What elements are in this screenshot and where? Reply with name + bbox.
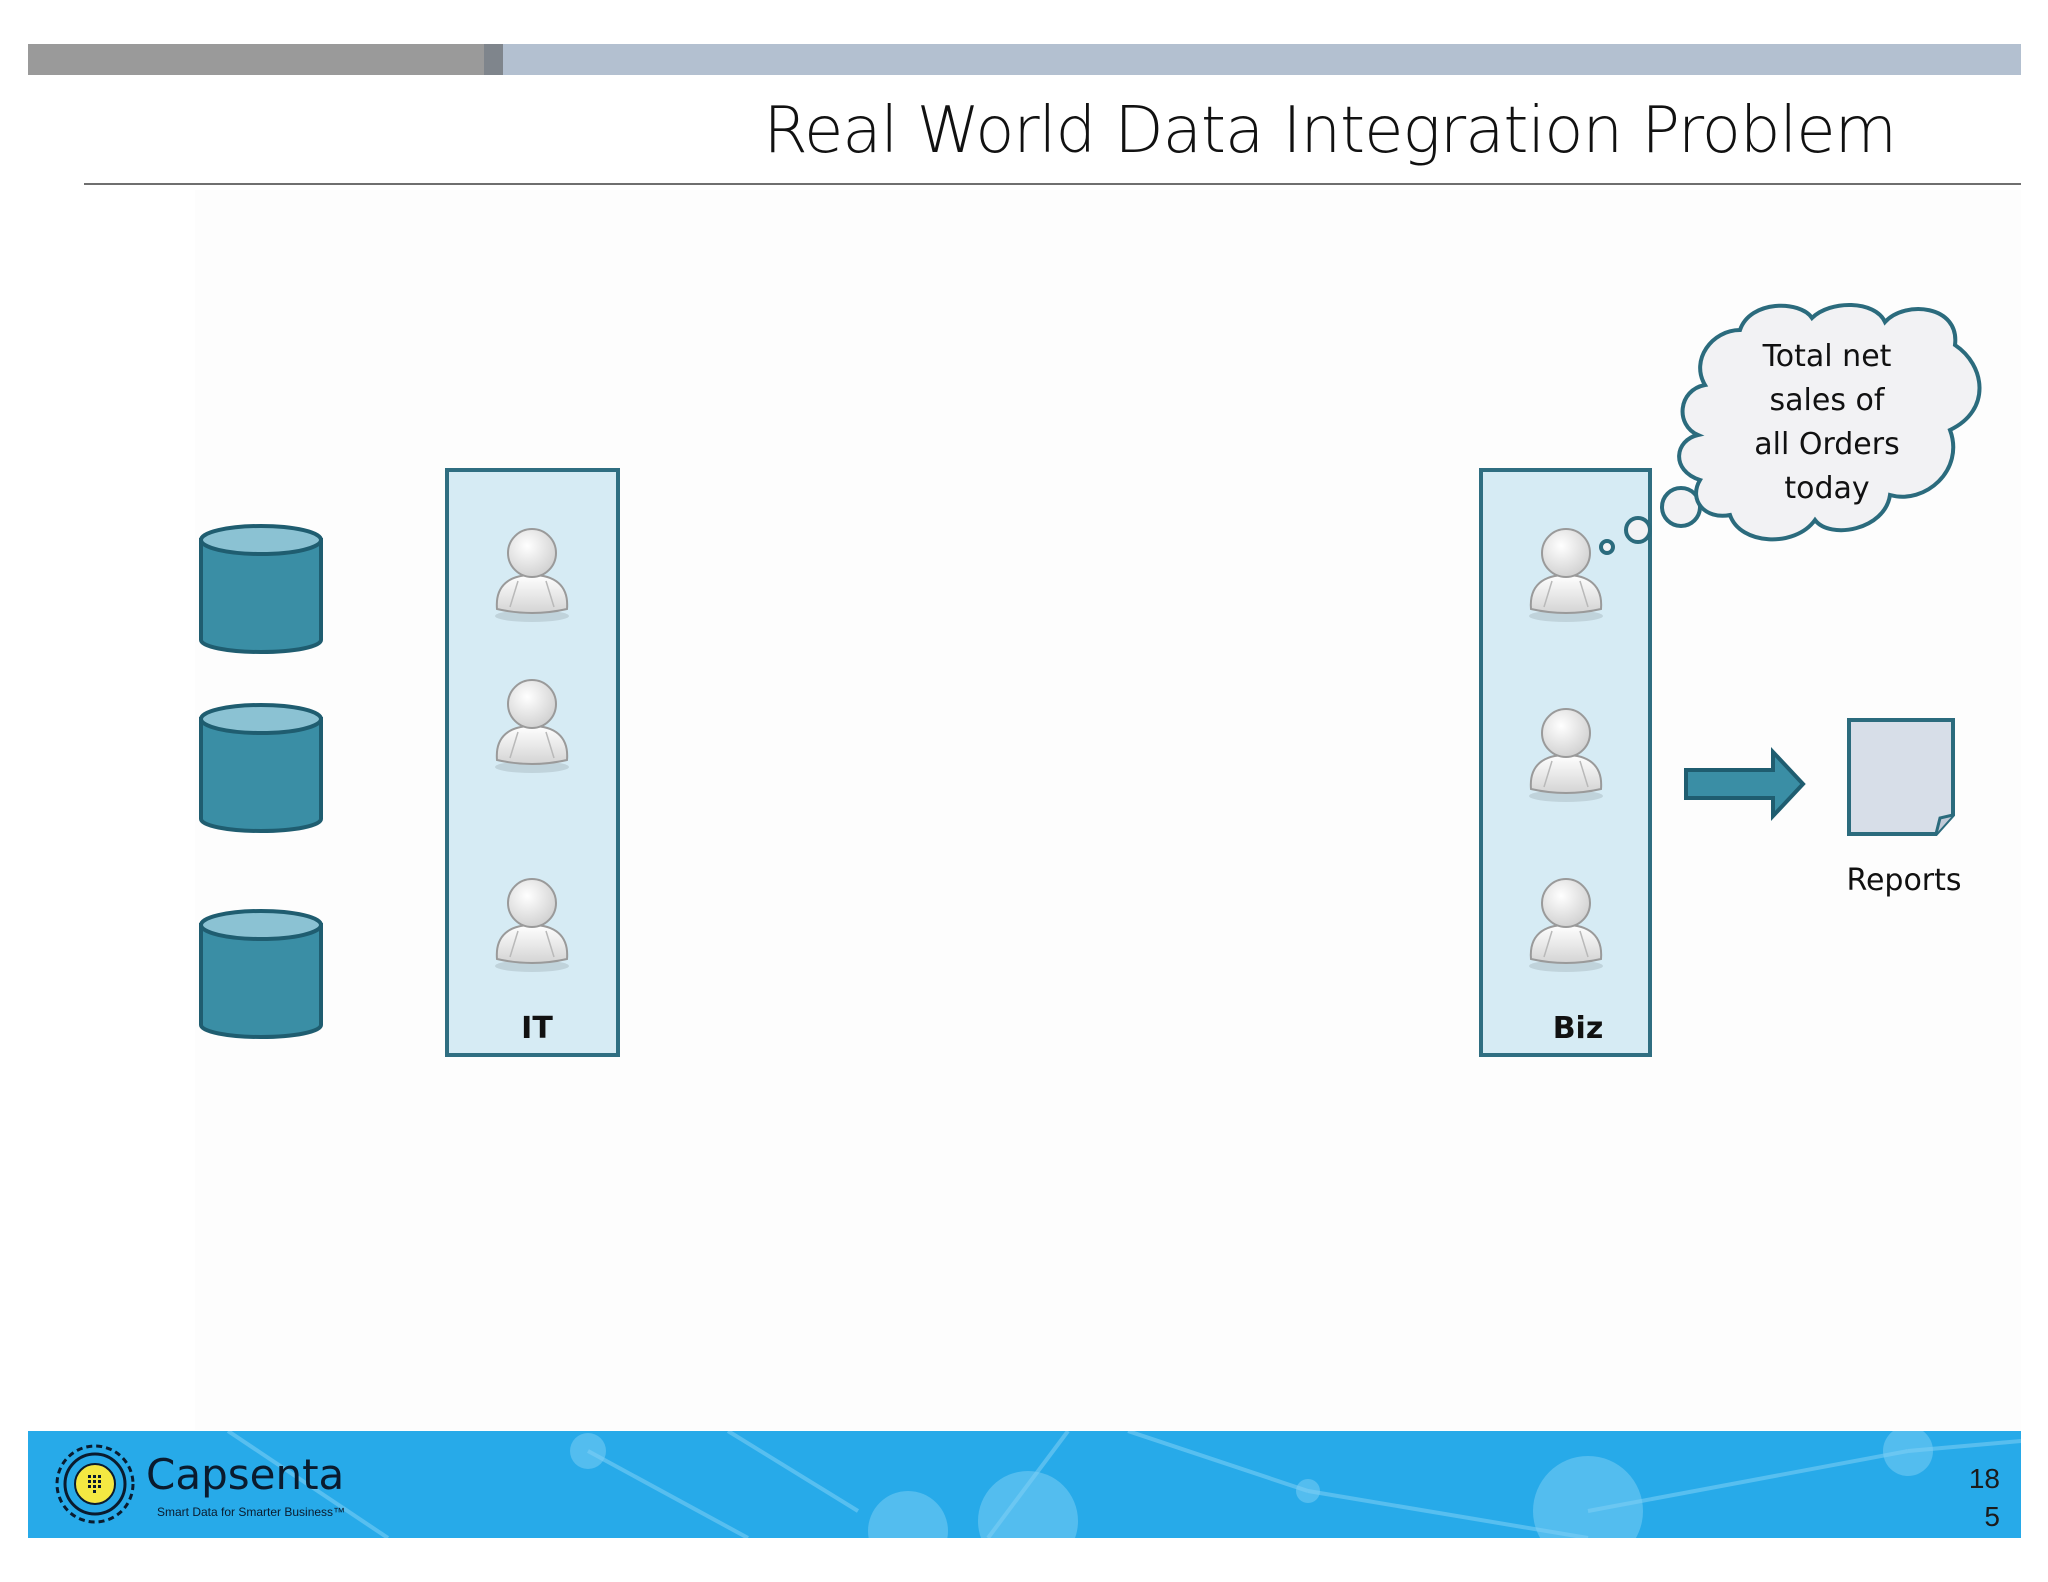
- database-icon: [199, 909, 323, 1039]
- database-icon: [199, 703, 323, 833]
- biz-label: Biz: [1553, 1011, 1604, 1046]
- capsenta-logo-icon: [55, 1444, 135, 1524]
- page-number: 18 5: [1968, 1463, 2000, 1532]
- thought-line-4: today: [1784, 471, 1869, 506]
- thought-cloud: [1677, 303, 1982, 542]
- thought-line-3: all Orders: [1754, 427, 1899, 462]
- reports-label: Reports: [1846, 863, 1961, 898]
- brand-tagline: Smart Data for Smarter Business™: [157, 1505, 346, 1519]
- slide-title: Real World Data Integration Problem: [763, 94, 1897, 168]
- thought-line-2: sales of: [1770, 383, 1886, 418]
- brand-name: Capsenta: [146, 1450, 345, 1499]
- it-group: IT: [445, 468, 620, 1057]
- diagram: IT Biz Total net sales of all Orders tod…: [199, 303, 1982, 1057]
- thought-bubble: Total net sales of all Orders today: [1599, 303, 1982, 555]
- footer-banner: Capsenta Smart Data for Smarter Business…: [28, 1431, 2021, 1538]
- footer-network-pattern: [226, 1431, 2021, 1538]
- thought-line-1: Total net: [1762, 339, 1892, 374]
- thought-dot-small: [1599, 539, 1615, 555]
- header-bar-dark: [28, 44, 484, 75]
- document-icon: [1847, 718, 1955, 836]
- database-icon: [199, 524, 323, 654]
- it-label: IT: [521, 1011, 553, 1046]
- header-bar-notch: [484, 44, 503, 75]
- title-divider: [84, 183, 2021, 185]
- arrow-right-icon: [1684, 746, 1806, 822]
- header-bar-light: [503, 44, 2021, 75]
- biz-group: Biz: [1479, 468, 1652, 1057]
- thought-dot-medium: [1624, 516, 1652, 544]
